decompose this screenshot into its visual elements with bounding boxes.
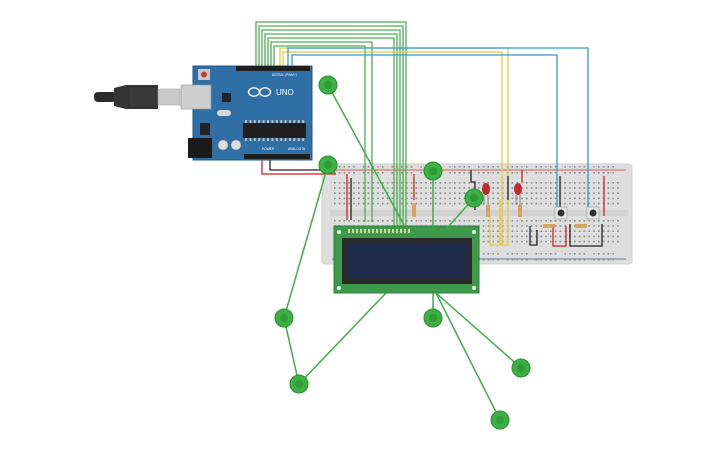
atmega-chip <box>243 123 306 138</box>
drag-handle-center <box>429 167 437 175</box>
yellow-wires[interactable] <box>279 47 509 246</box>
usb-port <box>180 84 212 110</box>
digital-header[interactable] <box>236 66 310 71</box>
blue-wires[interactable] <box>287 47 589 210</box>
red-led-1[interactable] <box>482 183 490 205</box>
red-led-2[interactable] <box>514 183 522 205</box>
pushbutton-1[interactable] <box>554 206 568 220</box>
drag-handle-center <box>429 314 437 322</box>
power-wires[interactable] <box>261 158 336 175</box>
analog-label: ANALOG IN <box>288 147 306 151</box>
resistors[interactable] <box>412 203 587 228</box>
lcd-screen <box>347 243 467 277</box>
power-jack <box>188 138 212 158</box>
selection-lines <box>283 84 522 421</box>
pushbutton-2[interactable] <box>586 206 600 220</box>
power-analog-header[interactable] <box>244 154 310 159</box>
resistor-4[interactable] <box>543 224 555 228</box>
drag-handle-center <box>324 161 332 169</box>
drag-handles[interactable] <box>274 75 531 430</box>
resistor-3[interactable] <box>518 205 522 217</box>
drag-handle-center <box>517 364 525 372</box>
resistor-1[interactable] <box>412 203 416 217</box>
arduino-uno[interactable]: UNO DIGITAL (PWM~) POWER ANALOG IN <box>94 65 313 161</box>
drag-handle-center <box>295 380 303 388</box>
leds[interactable] <box>482 183 522 205</box>
power-label: POWER <box>262 147 275 151</box>
digital-label: DIGITAL (PWM~) <box>272 73 297 77</box>
infinity-logo <box>247 87 272 97</box>
breadboard-center-gap <box>330 210 628 216</box>
chip-pins <box>245 120 305 141</box>
lcd-header-pins <box>348 229 410 233</box>
usb-cable[interactable] <box>94 85 181 109</box>
drag-handle-center <box>470 194 478 202</box>
green-wire-bundle[interactable] <box>255 21 407 228</box>
uno-label: UNO <box>276 88 294 97</box>
resistor-2[interactable] <box>486 205 490 217</box>
drag-handle-center <box>280 314 288 322</box>
lcd-display[interactable] <box>333 225 480 294</box>
drag-handle-center <box>496 416 504 424</box>
drag-handle-center <box>324 81 332 89</box>
resistor-5[interactable] <box>575 224 587 228</box>
